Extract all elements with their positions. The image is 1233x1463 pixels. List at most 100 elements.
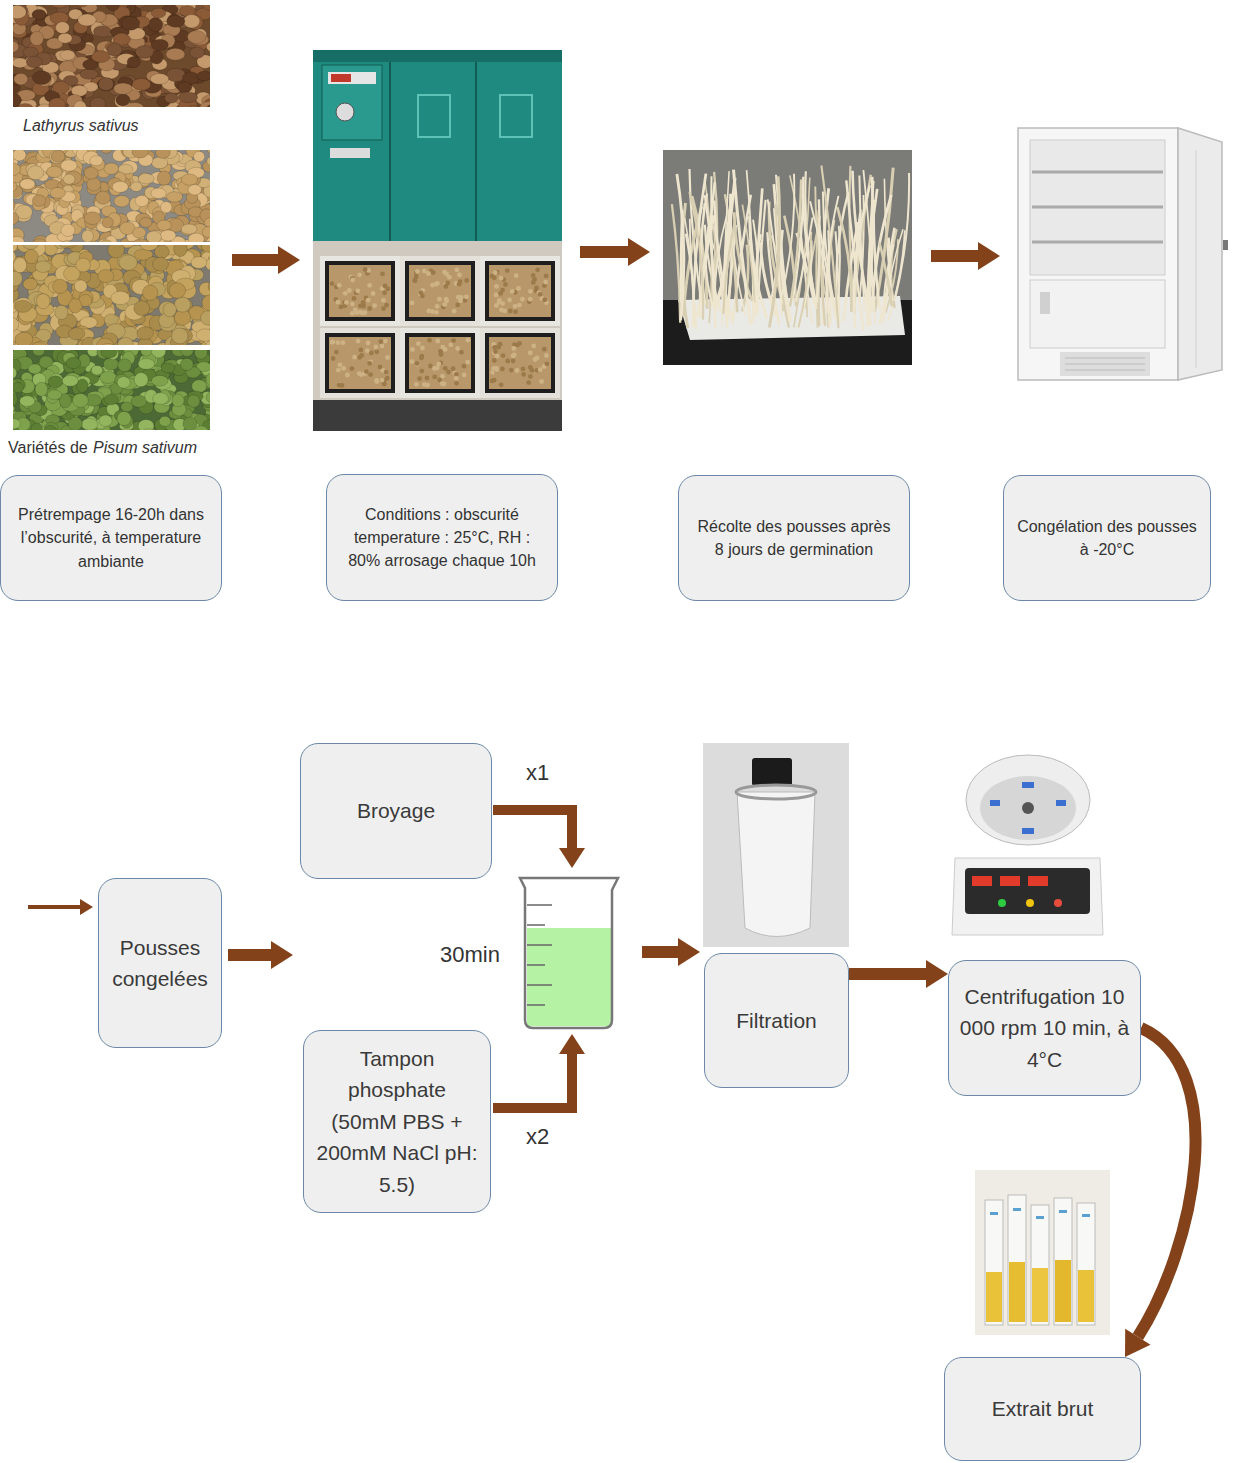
seed-photo (0, 232, 224, 357)
trays-photo (517, 341, 522, 346)
seed-photo (201, 311, 210, 326)
seed-photo (153, 257, 169, 271)
seed-photo (132, 78, 151, 90)
trays-photo (528, 374, 533, 379)
seed-photo (118, 359, 132, 372)
seed-photo (69, 299, 82, 313)
seed-photo (108, 245, 125, 258)
seed-photo (47, 166, 63, 177)
flow-arrow (931, 242, 1000, 270)
flow-arrow (1138, 1028, 1196, 1337)
sprouts-photo (879, 242, 892, 306)
incubator-photo (328, 72, 376, 84)
process-box: Centrifugation 10 000 rpm 10 min, à 4°C (948, 960, 1141, 1096)
box-content: Récolte des pousses après 8 jours de ger… (691, 515, 897, 561)
seed-photo (23, 278, 37, 290)
trays-photo (352, 355, 357, 360)
seed-photo (183, 417, 197, 430)
seed-photo (13, 212, 19, 225)
sprouts-photo (677, 174, 684, 320)
seed-photo (74, 280, 87, 292)
seed-photo (151, 8, 166, 18)
seed-photo (111, 291, 130, 304)
seed-photo (194, 151, 205, 161)
seed-photo (184, 15, 200, 28)
centrifuge-photo (948, 742, 1108, 950)
seed-photo (195, 350, 208, 359)
centrifuge-photo (952, 858, 1103, 935)
sprouts-photo (837, 207, 851, 312)
incubator-photo (330, 148, 370, 158)
trays-photo (494, 366, 499, 371)
box-text: Centrifugation 10 000 rpm 10 min, à 4°C (959, 981, 1130, 1076)
trays-photo (454, 376, 459, 381)
box-content: Broyage (311, 795, 481, 827)
seed-photo (81, 418, 97, 430)
incubator-photo (313, 50, 562, 241)
box-content: Tampon phosphate (50mM PBS + 200mM NaCl … (314, 1043, 480, 1201)
seed-photo (56, 22, 70, 34)
incubator-photo (331, 74, 351, 82)
seed-photo (104, 163, 119, 175)
seed-photo (13, 5, 210, 107)
seed-photo (13, 199, 15, 212)
sprouts-photo (663, 150, 912, 365)
arrow-head (1125, 1329, 1151, 1357)
trays-photo (464, 294, 469, 299)
trays-photo (442, 302, 447, 307)
seed-photo (63, 174, 75, 184)
seed-photo (32, 10, 46, 20)
seed-photo (150, 74, 168, 85)
beaker-icon (527, 964, 545, 966)
trays-photo (528, 297, 533, 302)
seed-photo (174, 297, 190, 312)
seed-photo (131, 182, 143, 192)
sprouts-photo (756, 234, 761, 313)
centrifuge-photo (1022, 782, 1034, 788)
seed-photo (119, 255, 137, 270)
trays-photo (367, 361, 372, 366)
seed-photo (32, 195, 46, 207)
box-text: Extrait brut (955, 1393, 1130, 1425)
process-box: Extrait brut (944, 1357, 1141, 1461)
seed-photo (206, 391, 210, 403)
trays-photo (359, 353, 364, 358)
trays-photo (358, 348, 363, 353)
seed-photo (188, 185, 201, 195)
seed-photo (51, 150, 65, 162)
tubes-photo (1031, 1205, 1049, 1325)
seed-photo (80, 69, 98, 79)
seed-photo (25, 249, 39, 263)
beaker-icon (520, 878, 618, 1028)
box-text: Prétrempage 16-20h dans l’obscurité, à t… (13, 503, 209, 573)
seed-photo (50, 187, 65, 198)
seed-photo (13, 150, 26, 161)
seed-photo (23, 245, 38, 249)
caption-label: 30min (440, 942, 500, 968)
freezer-photo (1032, 206, 1163, 209)
process-box: Broyage (300, 743, 492, 879)
seed-photo (98, 77, 113, 90)
seed-photo (57, 245, 76, 247)
incubator-photo (313, 50, 562, 62)
process-box: Conditions : obscurité temperature : 25°… (326, 474, 558, 601)
centrifuge-photo (1026, 899, 1034, 907)
tubes-photo (986, 1272, 1002, 1322)
trays-photo (528, 289, 533, 294)
seed-photo (163, 303, 176, 317)
trays-photo (327, 263, 393, 319)
trays-photo (400, 328, 480, 398)
seed-photo (31, 423, 43, 430)
trays-photo (457, 273, 462, 278)
trays-photo (435, 281, 440, 286)
trays-photo (427, 338, 432, 343)
seed-photo (101, 350, 117, 358)
seed-photo (30, 31, 44, 45)
seed-photo (157, 171, 171, 185)
trays-photo (364, 369, 369, 374)
box-content: Centrifugation 10 000 rpm 10 min, à 4°C (959, 981, 1130, 1076)
trays-photo (444, 297, 449, 302)
seed-photo (13, 58, 28, 68)
trays-photo (542, 347, 547, 352)
seed-photo (174, 245, 188, 257)
